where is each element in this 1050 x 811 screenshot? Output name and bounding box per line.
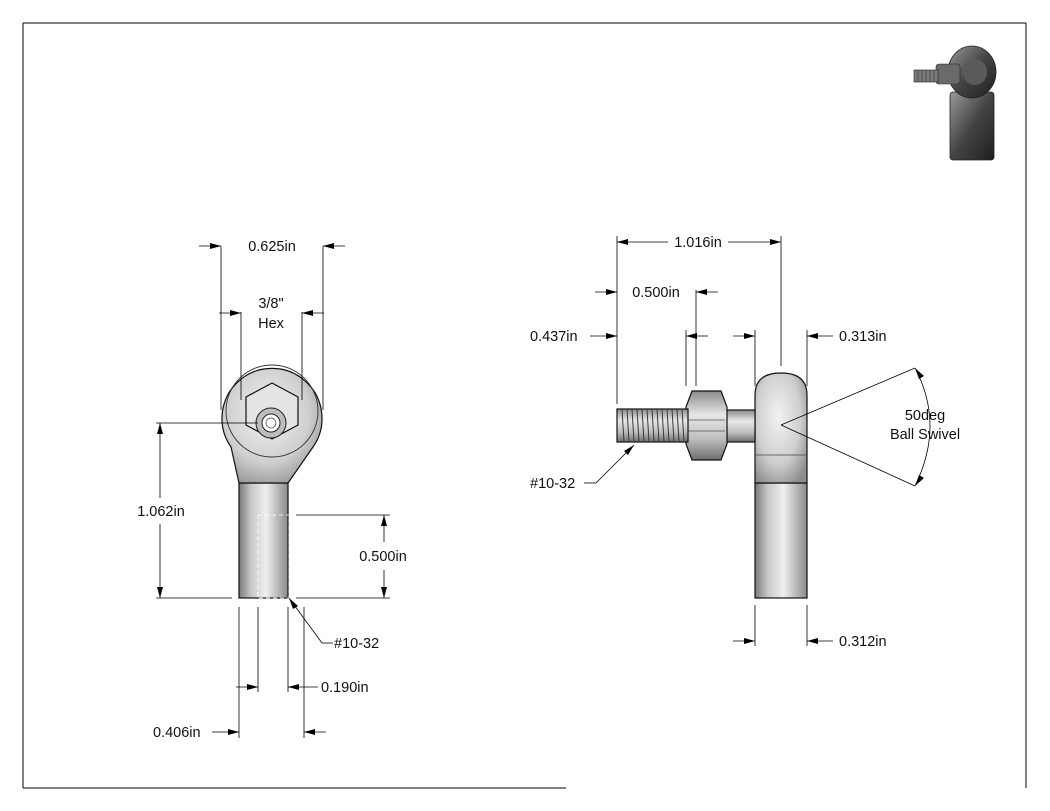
front-view-extension-lines — [156, 246, 390, 738]
isometric-part-thumbnail — [913, 45, 997, 161]
dimension-label-stud-length: 0.500in — [632, 285, 680, 301]
dimension-shank-side: 0.312in — [733, 634, 887, 650]
dimension-label-shank-side: 0.312in — [839, 634, 887, 650]
side-view: 1.016in 0.500in 0.437in 0.313in — [530, 235, 960, 650]
dimension-label-0.625in: 0.625in — [248, 239, 296, 255]
dimension-overall-side: 1.016in — [617, 235, 781, 251]
dimension-head-side: 0.313in — [733, 329, 887, 345]
dimension-ball-swivel: 50deg Ball Swivel — [780, 367, 960, 487]
hex-label-word: Hex — [258, 316, 285, 332]
leader-thread-side: #10-32 — [530, 444, 635, 492]
dimension-thread-depth: 0.500in — [359, 515, 407, 598]
leader-thread-front: #10-32 — [288, 597, 379, 652]
hex-label-size: 3/8" — [258, 296, 283, 312]
front-view-part — [221, 364, 323, 599]
dimension-stud-length: 0.500in — [595, 285, 718, 301]
dimension-label-thread-depth: 0.500in — [359, 549, 407, 565]
dimension-label-bore: 0.190in — [321, 680, 369, 696]
thread-callout-front: #10-32 — [334, 636, 379, 652]
thread-callout-side: #10-32 — [530, 476, 575, 492]
dimension-0.625in: 0.625in — [199, 239, 345, 255]
dimension-label-overall-side: 1.016in — [674, 235, 722, 251]
stud-thread-lines — [621, 408, 685, 443]
swivel-label-angle: 50deg — [905, 408, 945, 424]
drawing-border — [22, 22, 1027, 789]
dimension-1.062in: 1.062in — [137, 423, 185, 598]
dimension-hex: 3/8" Hex — [219, 296, 324, 332]
dimension-shank-front: 0.406in — [153, 725, 326, 741]
front-view: 0.625in 3/8" Hex 1.062in 0.500in — [137, 239, 407, 741]
side-view-part — [616, 372, 808, 599]
dimension-label-shank-front: 0.406in — [153, 725, 201, 741]
swivel-label-text: Ball Swivel — [890, 427, 960, 443]
dimension-label-1.062in: 1.062in — [137, 504, 185, 520]
dimension-thread-start: 0.437in — [530, 329, 708, 345]
dimension-label-head-side: 0.313in — [839, 329, 887, 345]
dimension-label-thread-start: 0.437in — [530, 329, 578, 345]
dimension-bore: 0.190in — [236, 680, 369, 696]
